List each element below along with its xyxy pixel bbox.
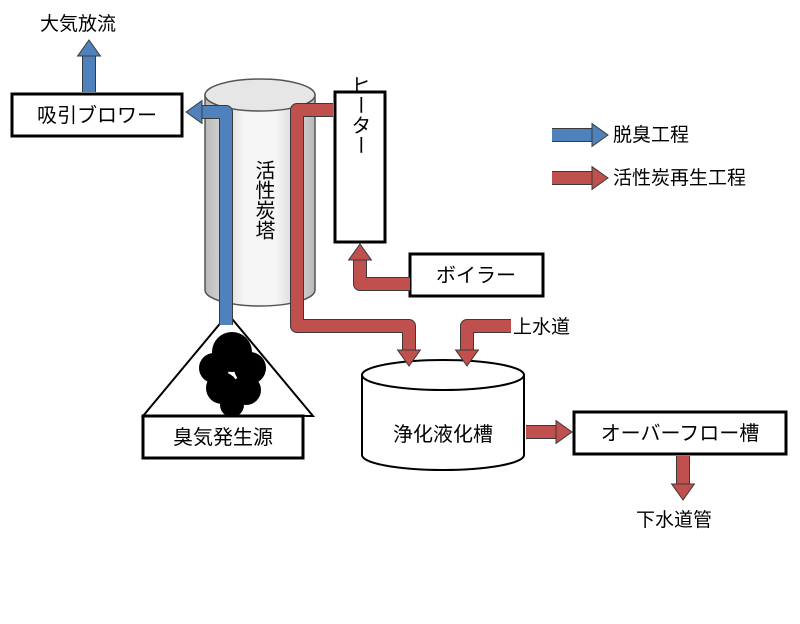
- boiler-box: [408, 252, 545, 298]
- blower-label: 吸引ブロワー: [37, 103, 157, 127]
- boiler-to-heater-arrow: [347, 243, 410, 291]
- legend-arrows: [552, 122, 609, 191]
- sewer-pipe-label: 下水道管: [636, 509, 712, 531]
- odor-source-label: 臭気発生源: [173, 425, 273, 449]
- boiler-label: ボイラー: [436, 263, 516, 287]
- purification-tank-label: 浄化液化槽: [393, 422, 493, 446]
- exhaust-label: 大気放流: [40, 13, 116, 35]
- purification-tank: [361, 359, 525, 471]
- legend-regeneration-label: 活性炭再生工程: [613, 167, 746, 189]
- carbon-tower-label: 活性炭塔: [252, 160, 276, 240]
- legend-regeneration-arrow: [552, 165, 609, 191]
- heater-box: [333, 90, 387, 244]
- smoke-icon: [199, 332, 266, 417]
- legend-deodorization-label: 脱臭工程: [613, 124, 689, 146]
- blower-box: [10, 92, 184, 138]
- water-supply-label: 上水道: [513, 316, 570, 338]
- heater-to-tank-arrow: [290, 103, 422, 367]
- flow-arrows: [76, 39, 696, 501]
- overflow-tank-box: [572, 410, 788, 456]
- odor-source-box: [141, 414, 305, 460]
- tank-to-overflow-arrow: [526, 419, 573, 445]
- legend-deodorization-arrow: [552, 122, 609, 148]
- heater-label: ヒーター: [348, 75, 372, 155]
- water-supply-arrow: [454, 319, 511, 367]
- blower-to-exhaust-arrow: [76, 39, 102, 92]
- odor-to-blower-arrow: [185, 99, 233, 325]
- overflow-tank-label: オーバーフロー槽: [601, 421, 760, 445]
- overflow-to-sewer-arrow: [670, 456, 696, 501]
